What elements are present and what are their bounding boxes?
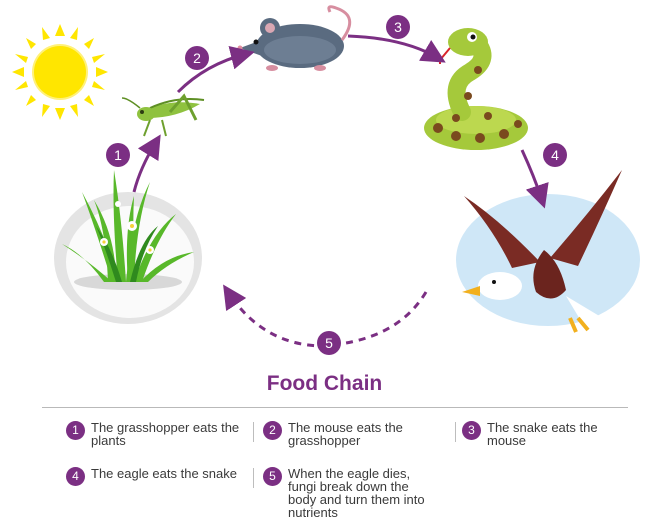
arrow-3 bbox=[347, 34, 446, 63]
svg-text:2: 2 bbox=[193, 50, 201, 66]
diagram-title: Food Chain bbox=[266, 372, 383, 395]
legend-badge-3: 3 bbox=[462, 421, 481, 440]
legend-text-5: When the eagle dies, fungi break down th… bbox=[288, 466, 425, 520]
arrow-5 bbox=[223, 284, 428, 348]
svg-text:4: 4 bbox=[551, 147, 559, 163]
eagle-icon bbox=[456, 170, 640, 333]
legend-text-2: The mouse eats the grasshopper bbox=[288, 420, 403, 448]
legend-item-1: 1 The grasshopper eats the plants bbox=[66, 421, 250, 447]
legend-badge-4: 4 bbox=[66, 467, 85, 486]
legend-item-5: 5 When the eagle dies, fungi break down … bbox=[263, 467, 453, 519]
sun-icon bbox=[12, 24, 108, 120]
legend-text-3: The snake eats the mouse bbox=[487, 420, 598, 448]
legend-separator bbox=[253, 422, 254, 442]
svg-text:5: 5 bbox=[325, 335, 333, 351]
snake-icon bbox=[424, 28, 528, 150]
legend-separator bbox=[455, 422, 456, 442]
arrow-2 bbox=[176, 46, 255, 94]
legend-item-3: 3 The snake eats the mouse bbox=[462, 421, 622, 447]
legend-item-2: 2 The mouse eats the grasshopper bbox=[263, 421, 447, 447]
legend-item-4: 4 The eagle eats the snake bbox=[66, 467, 250, 486]
legend-separator bbox=[253, 468, 254, 488]
arrow-1 bbox=[132, 134, 161, 193]
mouse-icon bbox=[237, 5, 352, 71]
svg-text:1: 1 bbox=[114, 147, 122, 163]
legend-text-4: The eagle eats the snake bbox=[91, 466, 237, 481]
legend-badge-2: 2 bbox=[263, 421, 282, 440]
step-badges: 1 2 3 4 5 bbox=[106, 15, 567, 355]
legend-badge-5: 5 bbox=[263, 467, 282, 486]
step-badge-3: 3 bbox=[386, 15, 410, 39]
grasshopper-icon bbox=[121, 93, 205, 137]
legend-text-1: The grasshopper eats the plants bbox=[91, 420, 240, 448]
title-divider bbox=[42, 407, 628, 408]
svg-text:3: 3 bbox=[394, 19, 402, 35]
step-badge-1: 1 bbox=[106, 143, 130, 167]
diagram-canvas: 1 2 3 4 5 bbox=[12, 5, 640, 355]
step-badge-2: 2 bbox=[185, 46, 209, 70]
legend-badge-1: 1 bbox=[66, 421, 85, 440]
flow-arrows bbox=[132, 34, 549, 348]
arrow-4 bbox=[520, 149, 549, 209]
step-badge-5: 5 bbox=[317, 331, 341, 355]
step-badge-4: 4 bbox=[543, 143, 567, 167]
grass-icon bbox=[54, 170, 202, 324]
